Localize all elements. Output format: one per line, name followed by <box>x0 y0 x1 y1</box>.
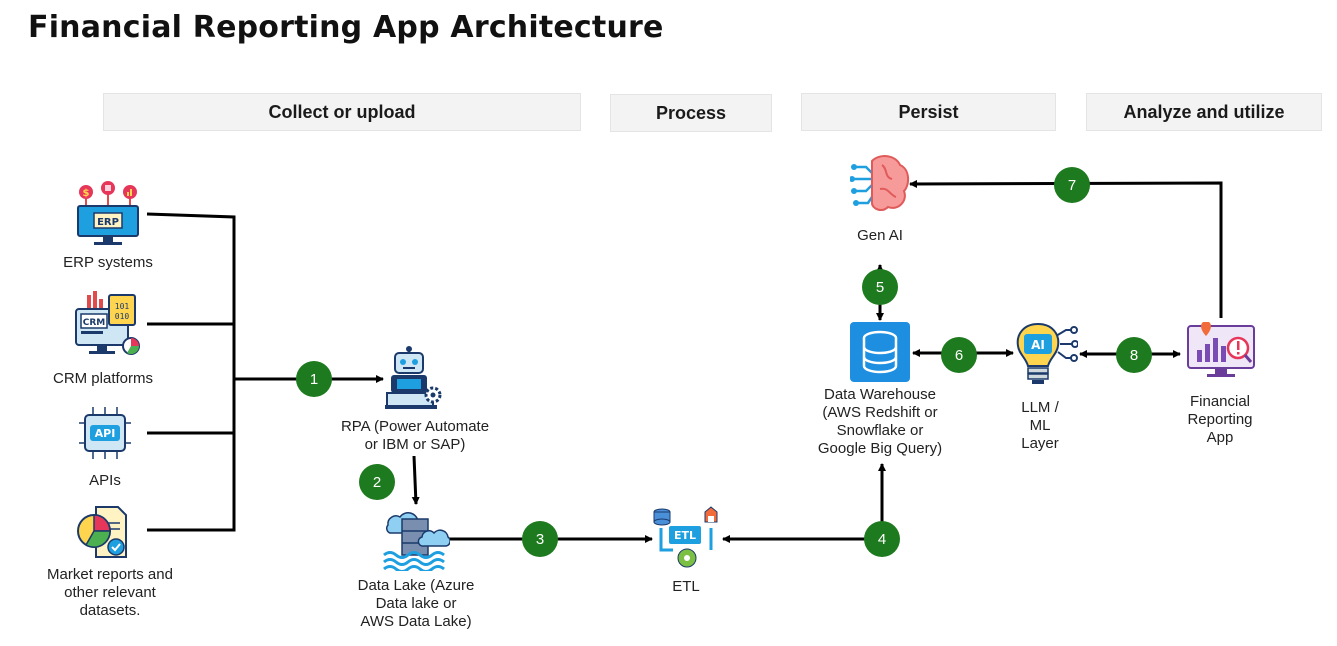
svg-text:API: API <box>95 427 116 440</box>
step-6-badge: 6 <box>941 337 977 373</box>
svg-text:AI: AI <box>1031 338 1045 352</box>
market-report-icon <box>76 505 128 559</box>
app-label-line-2: Reporting <box>1187 411 1253 428</box>
step-8-badge: 8 <box>1116 337 1152 373</box>
llm-label-line-3: Layer <box>1021 435 1059 452</box>
warehouse-label-line-2: (AWS Redshift or <box>822 404 938 421</box>
rpa-label: RPA (Power Automate or IBM or SAP) <box>322 418 508 454</box>
svg-text:ETL: ETL <box>674 529 696 542</box>
gen-ai-label: Gen AI <box>857 227 903 244</box>
ai-lightbulb-icon: AI <box>1012 322 1079 386</box>
phase-collect: Collect or upload <box>103 93 581 131</box>
llm-label-line-1: LLM / <box>1021 399 1059 416</box>
step-1-badge: 1 <box>296 361 332 397</box>
phase-process: Process <box>610 94 772 132</box>
svg-text:CRM: CRM <box>83 318 106 328</box>
step-3-badge: 3 <box>522 521 558 557</box>
robot-icon <box>383 345 445 411</box>
market-reports-label: Market reports and other relevant datase… <box>25 566 195 620</box>
phase-persist: Persist <box>801 93 1056 131</box>
financial-reporting-app-label: Financial Reporting App <box>1170 393 1270 447</box>
reporting-dashboard-icon <box>1185 321 1257 382</box>
market-label-line-1: Market reports and <box>47 566 173 583</box>
rpa-label-line-2: or IBM or SAP) <box>364 436 466 453</box>
brain-icon <box>849 153 910 215</box>
svg-text:$: $ <box>83 188 90 199</box>
step-5-badge: 5 <box>862 269 898 305</box>
crm-label: CRM platforms <box>52 370 153 387</box>
svg-text:101: 101 <box>115 302 130 311</box>
crm-icon: CRM 101 010 <box>73 291 143 359</box>
data-lake-label: Data Lake (Azure Data lake or AWS Data L… <box>336 577 496 631</box>
app-label-line-3: App <box>1206 429 1234 446</box>
datalake-label-line-2: Data lake or <box>375 595 457 612</box>
step-4-badge: 4 <box>864 521 900 557</box>
phase-analyze: Analyze and utilize <box>1086 93 1322 131</box>
step-2-badge: 2 <box>359 464 395 500</box>
datalake-label-line-3: AWS Data Lake) <box>360 613 472 630</box>
rpa-label-line-1: RPA (Power Automate <box>340 418 490 435</box>
app-label-line-1: Financial <box>1189 393 1251 410</box>
apis-label: APIs <box>89 472 121 489</box>
database-icon <box>850 322 910 382</box>
warehouse-label-line-1: Data Warehouse <box>823 386 936 403</box>
svg-text:ERP: ERP <box>97 217 119 228</box>
erp-icon: $ ERP <box>72 180 144 250</box>
llm-ml-label: LLM / ML Layer <box>1000 399 1080 453</box>
warehouse-label-line-4: Google Big Query) <box>817 440 943 457</box>
page-title: Financial Reporting App Architecture <box>28 10 664 45</box>
svg-text:010: 010 <box>115 312 130 321</box>
llm-label-line-2: ML <box>1029 417 1051 434</box>
warehouse-label-line-3: Snowflake or <box>836 422 924 439</box>
etl-label: ETL <box>672 578 700 595</box>
market-label-line-3: datasets. <box>79 602 141 619</box>
erp-label: ERP systems <box>63 254 153 271</box>
step-7-badge: 7 <box>1054 167 1090 203</box>
datalake-label-line-1: Data Lake (Azure <box>357 577 475 594</box>
data-warehouse-label: Data Warehouse (AWS Redshift or Snowflak… <box>790 386 970 458</box>
api-icon: API <box>79 405 131 461</box>
data-lake-icon <box>382 507 451 573</box>
etl-icon: ETL <box>653 506 721 570</box>
market-label-line-2: other relevant <box>64 584 156 601</box>
